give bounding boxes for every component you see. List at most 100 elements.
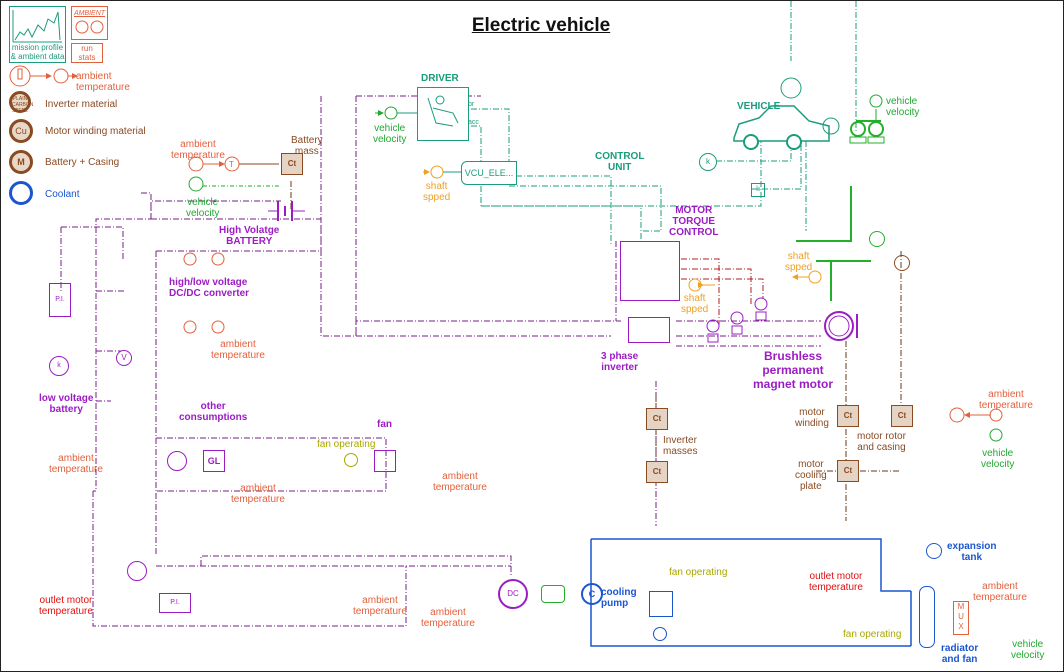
motor-ambient-temperature-label: ambient temperature	[979, 389, 1033, 411]
inverter-masses-label: Inverter masses	[663, 435, 698, 457]
motor-winding-material-label: Motor winding material	[45, 126, 146, 137]
inverter-material-badge-text: PLAIN CARBON STEEL	[12, 96, 34, 114]
motor-cooling-ct[interactable]: Ct	[837, 460, 859, 482]
motor-torque-control-label: MOTOR TORQUE CONTROL	[669, 205, 719, 238]
fan-operating-input[interactable]	[344, 453, 358, 467]
battery-vehicle-velocity-label: vehicle velocity	[186, 197, 220, 219]
mission-profile-block[interactable]: mission profile & ambient data	[9, 6, 66, 63]
page-title: Electric vehicle	[471, 15, 611, 36]
signal-red-wires	[681, 258, 764, 326]
mechanical-linkage	[796, 120, 881, 301]
dc-pump-motor[interactable]: DC	[498, 579, 528, 609]
vehicle-k-text: k	[706, 157, 710, 166]
radiator-label: radiator and fan	[941, 643, 979, 665]
rotary-sensor[interactable]	[894, 255, 910, 271]
radiator-fan-operating-label: fan operating	[843, 629, 902, 640]
pi-controller-lv[interactable]: P.I.	[49, 283, 71, 317]
mech-shaft-speed-label: shaft spped	[785, 251, 813, 273]
battery-casing-badge[interactable]: M	[9, 150, 33, 174]
svg-text:T: T	[229, 160, 234, 169]
dcdc-thermal-top	[183, 252, 225, 266]
fan-block[interactable]	[374, 450, 396, 472]
vehicle-k-constant[interactable]: k	[699, 153, 717, 171]
motor-icon	[824, 311, 858, 341]
fan-label: fan	[377, 419, 392, 430]
lv-k-constant[interactable]: k	[49, 356, 69, 376]
mux-block[interactable]: M U X	[953, 601, 969, 635]
motor-winding-ct[interactable]: Ct	[837, 405, 859, 427]
vcu-shaft-speed-label: shaft spped	[423, 181, 451, 203]
coolant-label: Coolant	[45, 189, 80, 200]
inverter-material-badge[interactable]: PLAIN CARBON STEEL	[9, 91, 34, 114]
cooling-pump-label: cooling pump	[601, 587, 637, 609]
cooling-pump-text: C	[588, 589, 596, 599]
vcu-block[interactable]: VCU_ELE...	[461, 161, 517, 185]
current-sensors	[706, 297, 768, 343]
driver-block[interactable]	[417, 87, 469, 141]
inverter-material-label: Inverter material	[45, 99, 118, 110]
hv-battery-icon	[268, 201, 305, 221]
battery-mass-label: Battery mass	[291, 135, 323, 157]
pi-controller-pump[interactable]: P.I.	[159, 593, 191, 613]
gl-block-text: GL	[207, 456, 221, 466]
vehicle-label: VEHICLE	[737, 101, 781, 112]
radiator-block[interactable]	[919, 586, 935, 648]
coolant-temp-sensor[interactable]	[653, 627, 667, 641]
motor-rotor-ct[interactable]: Ct	[891, 405, 913, 427]
driver-vehicle-velocity-input	[375, 106, 417, 120]
pi-controller-lv-text: P.I.	[55, 296, 65, 303]
motor-winding-material-badge[interactable]: Cu	[9, 119, 33, 143]
battery-casing-badge-text: M	[17, 157, 25, 167]
thermostat-block[interactable]	[649, 591, 673, 617]
vehicle-k-gain[interactable]: k	[751, 183, 765, 197]
driver-br-port: br	[468, 101, 475, 108]
outlet-motor-temperature-output-label: outlet motor temperature	[809, 571, 863, 593]
ambient-box-icon	[75, 20, 104, 34]
inverter-mass-ct-top[interactable]: Ct	[646, 408, 668, 430]
setpoint-source[interactable]	[127, 561, 147, 581]
ambient-box[interactable]: AMBIENT	[71, 6, 108, 40]
hv-battery-label: High Volatge BATTERY	[219, 225, 280, 247]
fan-ambient-temperature-label: ambient temperature	[433, 471, 487, 493]
inverter-mass-ct-bottom[interactable]: Ct	[646, 461, 668, 483]
mech-shaft-speed-output	[792, 270, 822, 284]
fan-operating-label: fan operating	[317, 439, 376, 450]
other-consumptions-label: other consumptions	[179, 401, 248, 423]
motor-rotor-label: motor rotor and casing	[857, 431, 906, 453]
dcdc-thermal-bottom	[183, 320, 225, 334]
run-stats-label: run stats	[78, 44, 96, 62]
electrical-wires	[60, 95, 821, 627]
motor-torque-control-block[interactable]	[620, 241, 680, 301]
inverter-mass-ct-top-text: Ct	[652, 414, 662, 423]
gl-block[interactable]: GL	[203, 450, 225, 472]
battery-ambient-temperature-label: ambient temperature	[171, 139, 225, 161]
lv-ambient-temperature-label: ambient temperature	[49, 453, 103, 475]
motor-rotor-ct-text: Ct	[897, 411, 907, 420]
inverter-mass-ct-bottom-text: Ct	[652, 467, 662, 476]
inverter-label: 3 phase inverter	[601, 351, 639, 373]
ambient-box-label: AMBIENT	[73, 10, 106, 17]
pump-shaft-inertia[interactable]	[541, 585, 565, 603]
vehicle-k-gain-text: k	[756, 186, 760, 193]
battery-mass-ct-text: Ct	[287, 159, 297, 168]
voltage-sensor[interactable]: V	[116, 350, 132, 366]
radiator-ambient-temperature-label: ambient temperature	[973, 581, 1027, 603]
outlet-motor-temperature-label: outlet motor temperature	[39, 595, 93, 617]
run-stats-box[interactable]: run stats	[71, 43, 103, 63]
motor-winding-material-badge-text: Cu	[15, 126, 27, 136]
inverter-block[interactable]	[628, 317, 670, 343]
motor-winding-ct-text: Ct	[843, 411, 853, 420]
battery-mass-ct[interactable]: Ct	[281, 153, 303, 175]
driver-label: DRIVER	[421, 73, 459, 84]
driver-vehicle-velocity-label: vehicle velocity	[373, 123, 407, 145]
angular-sensor[interactable]	[869, 231, 885, 247]
expansion-tank[interactable]	[926, 543, 942, 559]
coolant-badge[interactable]	[9, 181, 33, 205]
battery-casing-label: Battery + Casing	[45, 157, 120, 168]
cooling-pump[interactable]: C	[581, 583, 603, 605]
dcdc-ambient-temperature-label: ambient temperature	[211, 339, 265, 361]
mux-block-text: M U X	[957, 602, 965, 631]
profile-source[interactable]	[167, 451, 187, 471]
